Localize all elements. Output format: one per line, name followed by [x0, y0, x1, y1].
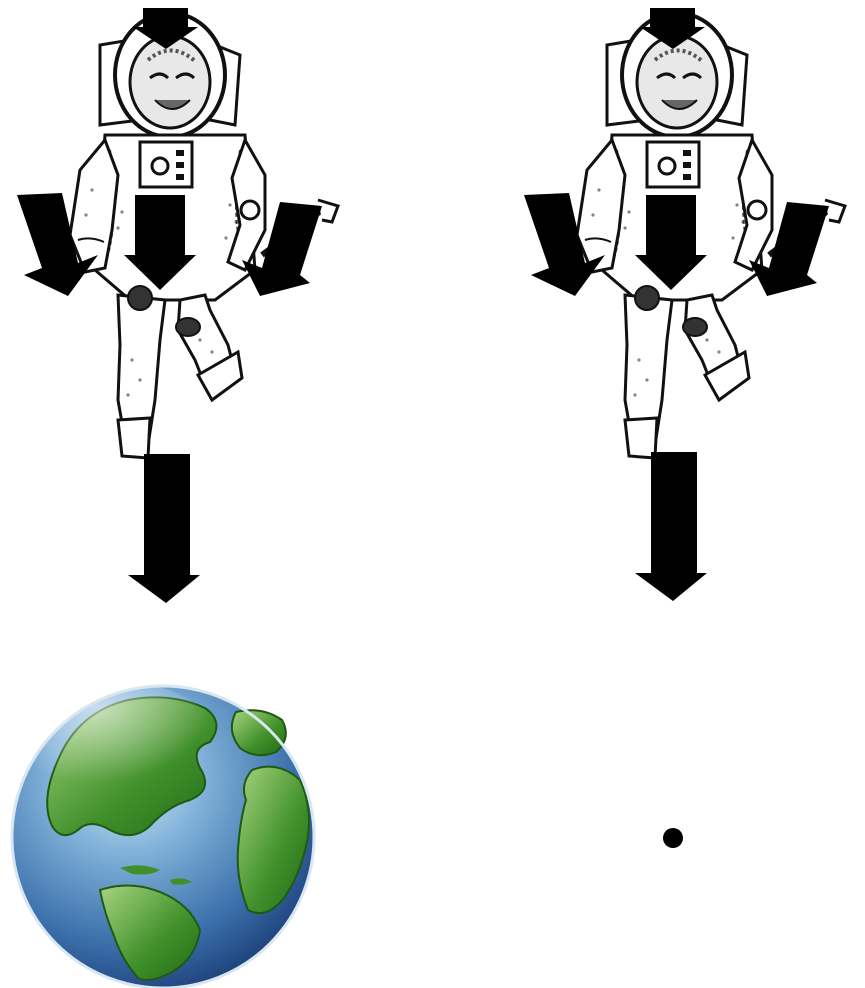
- point-mass-dot: [663, 828, 683, 848]
- right-panel: [524, 8, 845, 848]
- earth-globe-icon: [12, 683, 314, 988]
- left-panel: [12, 8, 338, 988]
- below-feet-force-arrow: [635, 452, 707, 601]
- below-feet-force-arrow: [128, 454, 200, 603]
